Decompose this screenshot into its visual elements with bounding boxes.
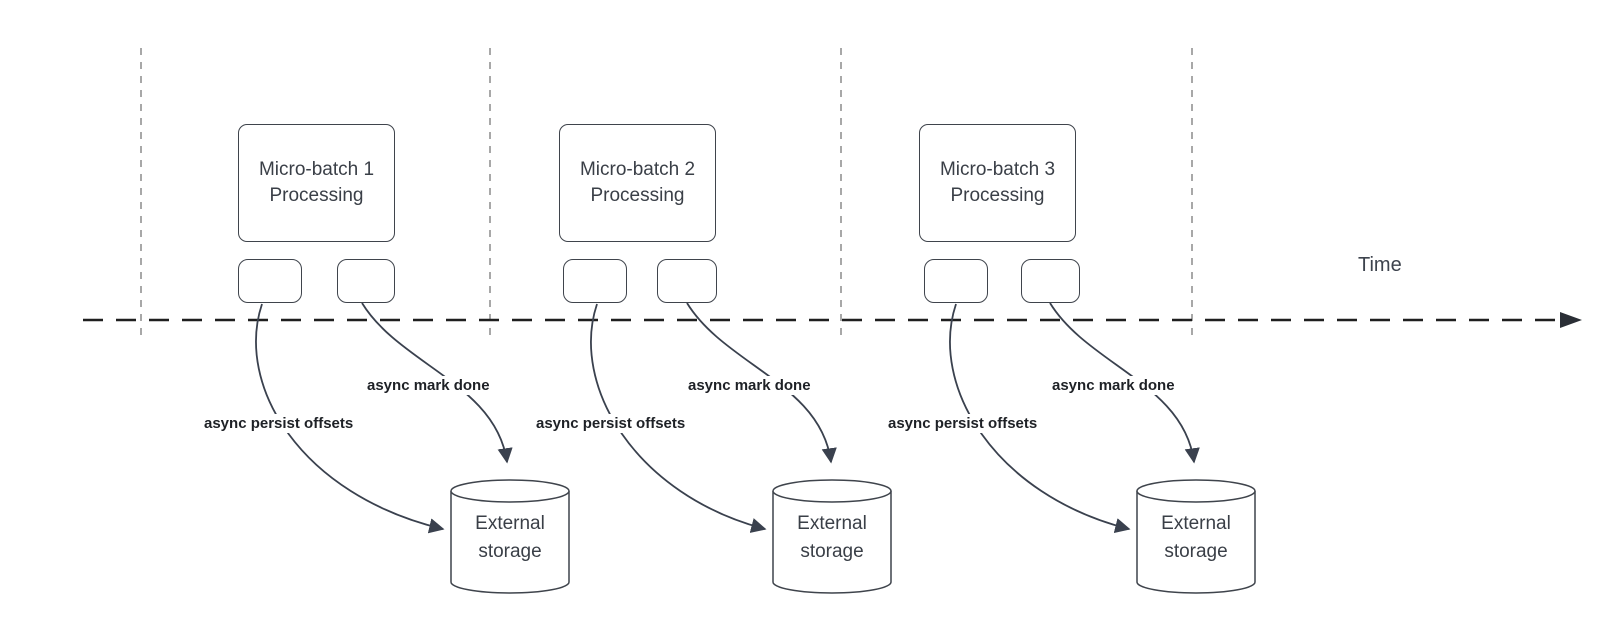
persist-offsets-label-2: async persist offsets — [533, 414, 689, 433]
micro-batch-2-box: Micro-batch 2 Processing — [559, 124, 716, 242]
micro-batch-1-mark-task-box — [337, 259, 395, 303]
storage-cylinder-1 — [450, 479, 570, 594]
external-storage-label-2: External storage — [797, 513, 867, 562]
micro-batch-2-persist-task-box — [563, 259, 627, 303]
persist-offsets-arrow-3 — [949, 303, 1131, 534]
micro-batch-1-box: Micro-batch 1 Processing — [238, 124, 395, 242]
micro-batch-2-title: Micro-batch 2 Processing — [579, 159, 696, 206]
mark-done-label-2: async mark done — [685, 376, 814, 395]
micro-batch-1-persist-task-box — [238, 259, 302, 303]
mark-done-label-1: async mark done — [364, 376, 493, 395]
micro-batch-1-title: Micro-batch 1 Processing — [258, 159, 375, 206]
mark-done-label-3: async mark done — [1049, 376, 1178, 395]
persist-offsets-label-3: async persist offsets — [885, 414, 1041, 433]
persist-offsets-label-1: async persist offsets — [201, 414, 357, 433]
micro-batch-3-persist-task-box — [924, 259, 988, 303]
micro-batch-3-mark-task-box — [1021, 259, 1080, 303]
micro-batch-3-title: Micro-batch 3 Processing — [939, 159, 1056, 206]
micro-batch-2-mark-task-box — [657, 259, 717, 303]
storage-cylinder-2 — [772, 479, 892, 594]
storage-cylinder-3 — [1136, 479, 1256, 594]
time-axis-arrowhead-icon — [1560, 312, 1582, 328]
micro-batch-3-box: Micro-batch 3 Processing — [919, 124, 1076, 242]
external-storage-label-1: External storage — [475, 513, 545, 562]
time-axis-label: Time — [1358, 254, 1402, 276]
persist-offsets-arrow-1 — [255, 303, 445, 534]
persist-offsets-arrow-2 — [590, 303, 767, 533]
external-storage-label-3: External storage — [1161, 513, 1231, 562]
